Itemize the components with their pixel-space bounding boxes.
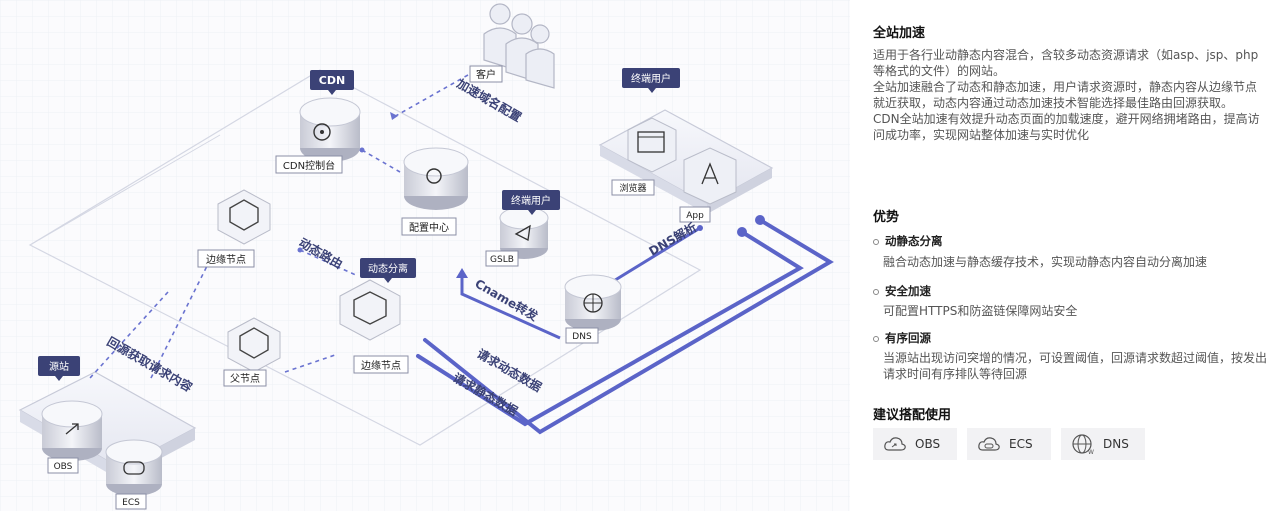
panel-description: 适用于各行业动静态内容混合，含较多动态资源请求（如asp、jsp、php等格式的…	[873, 47, 1265, 143]
label-cdn-console: CDN控制台	[283, 159, 335, 172]
advantages-title: 优势	[873, 210, 900, 225]
label-config-center: 配置中心	[409, 221, 449, 234]
advantage-3-title: 有序回源	[873, 330, 931, 346]
product-chip-obs[interactable]: OBS	[873, 428, 957, 460]
product-chip-ecs[interactable]: ECS	[967, 428, 1051, 460]
advantage-2-title: 安全加速	[873, 283, 931, 299]
architecture-diagram: CDN 终端用户 终端用户 动态分离 源站 客户 CDN控制台 配置中心 边缘节…	[0, 0, 850, 511]
tag-cdn-text: CDN	[319, 74, 345, 87]
label-edge-node-1: 边缘节点	[206, 253, 246, 266]
dashed-connectors	[89, 74, 469, 381]
panel-title: 全站加速	[873, 26, 926, 41]
recommend-title: 建议搭配使用	[873, 408, 952, 423]
label-parent-node: 父节点	[230, 373, 260, 385]
request-flow-lines	[416, 215, 834, 435]
cloud-server-icon	[978, 437, 1000, 451]
cdn-region-outline	[28, 69, 702, 446]
cname-line	[460, 272, 561, 340]
label-edge-node-2: 边缘节点	[361, 359, 401, 372]
tag-gslb-user-text: 终端用户	[511, 194, 551, 207]
desc-paragraph-1: 适用于各行业动静态内容混合，含较多动态资源请求（如asp、jsp、php等格式的…	[873, 48, 1259, 78]
label-dns: DNS	[572, 332, 592, 342]
advantage-3-desc: 当源站出现访问突增的情况，可设置阈值，回源请求数超过阈值，按发出请求时间有序排队…	[883, 351, 1268, 381]
advantage-2-desc: 可配置HTTPS和防盗链保障网站安全	[883, 304, 1078, 318]
bullet-icon	[873, 335, 879, 342]
label-app: App	[686, 211, 704, 221]
desc-paragraph-2: 全站加速融合了动态和静态加速，用户请求资源时，静态内容从边缘节点就近获取，动态内…	[873, 80, 1258, 110]
desc-paragraph-3: CDN全站加速有效提升动态页面的加载速度，避开网络拥堵路由，提高访问成功率，实现…	[873, 112, 1260, 142]
cloud-storage-icon	[884, 437, 906, 451]
label-customer: 客户	[476, 68, 496, 81]
product-chip-dns[interactable]: W DNS	[1061, 428, 1145, 460]
label-ecs: ECS	[122, 498, 140, 508]
label-obs: OBS	[54, 462, 73, 472]
advantage-1-desc: 融合动态加速与静态缓存技术，实现动静态内容自动分离加速	[883, 255, 1208, 269]
svg-text:W: W	[1088, 449, 1094, 455]
advantage-1-title: 动静态分离	[873, 233, 943, 249]
tag-end-user	[622, 68, 680, 88]
tag-origin	[38, 356, 80, 376]
bullet-icon	[873, 238, 879, 245]
tag-origin-text: 源站	[49, 360, 69, 373]
bullet-icon	[873, 288, 879, 295]
description-panel: 全站加速 适用于各行业动静态内容混合，含较多动态资源请求（如asp、jsp、ph…	[850, 0, 1280, 511]
dns-resolve-line	[611, 226, 701, 284]
product-label-obs: OBS	[915, 437, 941, 451]
node-glyphs	[41, 3, 737, 496]
tag-cdn	[310, 70, 354, 90]
node-labels: 客户 CDN控制台 配置中心 边缘节点 边缘节点 父节点 GSLB DNS 浏览…	[47, 65, 711, 510]
tag-dynamic-split-text: 动态分离	[368, 262, 408, 275]
globe-icon: W	[1072, 434, 1094, 455]
product-label-ecs: ECS	[1009, 437, 1033, 451]
product-label-dns: DNS	[1103, 437, 1129, 451]
label-gslb: GSLB	[490, 255, 514, 265]
customer-figures	[483, 3, 555, 89]
tag-end-user-text: 终端用户	[631, 72, 671, 85]
tag-dynamic-split	[360, 258, 416, 278]
dark-tags: CDN 终端用户 终端用户 动态分离 源站	[38, 68, 680, 381]
label-browser: 浏览器	[619, 182, 646, 194]
tag-gslb-user	[502, 190, 560, 210]
